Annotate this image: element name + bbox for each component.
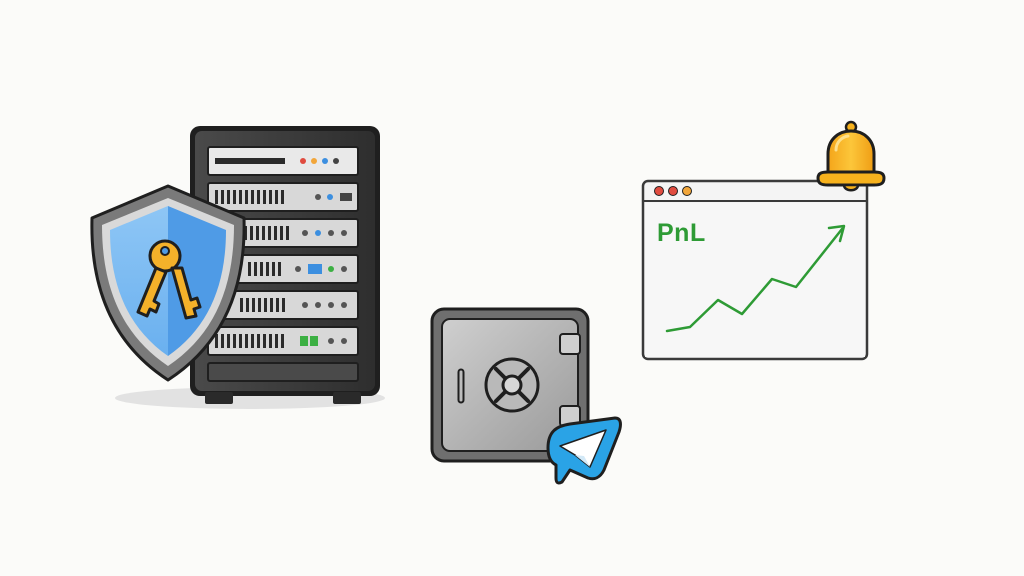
window-maximize-dot: [682, 186, 692, 196]
chart-window-group: [641, 120, 886, 361]
shield-icon: [90, 184, 246, 382]
browser-window-icon: [641, 179, 869, 361]
telegram-icon: [546, 416, 622, 485]
server-rack-icon: [190, 126, 380, 404]
bell-icon: [816, 120, 886, 192]
key-icon: [136, 239, 202, 320]
server-group: [90, 126, 385, 409]
window-minimize-dot: [668, 186, 678, 196]
vault-group: [430, 307, 622, 485]
trend-arrowhead: [827, 224, 846, 243]
rack-unit: [207, 254, 359, 284]
trend-line: [665, 224, 846, 333]
rack-unit: [207, 146, 359, 176]
pnl-label: PnL: [657, 219, 706, 247]
rack-unit: [207, 326, 359, 356]
safe-icon: [430, 307, 590, 463]
rack-unit: [207, 182, 359, 212]
window-close-dot: [654, 186, 664, 196]
